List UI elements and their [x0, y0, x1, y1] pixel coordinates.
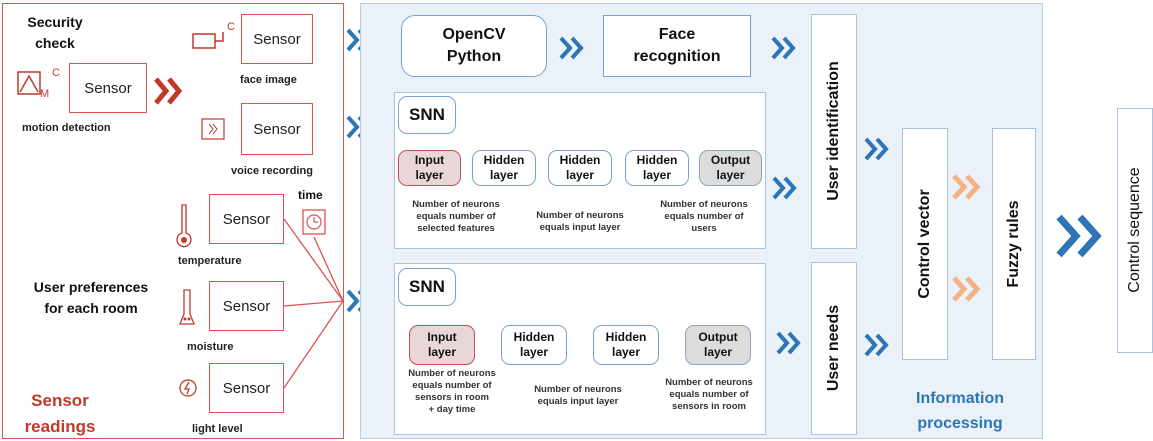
fuzzy-rules-box: [992, 128, 1036, 360]
clock-icon: [302, 209, 326, 235]
moisture-sensor-box: Sensor: [209, 281, 284, 331]
user-identification-label: User identification: [825, 61, 842, 201]
motion-icon-letter-c: C: [52, 67, 60, 79]
sensor-connector-lines: [283, 218, 344, 389]
opencv-chevron-icon: [559, 36, 584, 60]
user-needs-box: [811, 262, 857, 435]
control-sequence-label: Control sequence: [1126, 167, 1143, 293]
snn-bottom-title: SNN: [398, 268, 456, 306]
control-vector-chevron-top-icon: [952, 174, 981, 200]
snn-top-note-input: Number of neurons equals number of selec…: [412, 199, 500, 234]
light-level-caption: light level: [192, 423, 243, 435]
thermometer-icon: [176, 204, 192, 248]
snn-bottom-note-output: Number of neurons equals number of senso…: [665, 377, 753, 412]
opencv-box: OpenCV Python: [401, 15, 547, 77]
temperature-caption: temperature: [178, 255, 242, 267]
user-needs-label: User needs: [825, 304, 842, 392]
user-needs-chevron-icon: [864, 333, 889, 357]
temperature-sensor-box: Sensor: [209, 194, 284, 244]
motion-sensor-icon: [17, 71, 41, 95]
sensor-readings-title: Sensor readings: [24, 391, 96, 436]
snn-bottom-note-hidden: Number of neurons equals input layer: [534, 384, 622, 407]
security-check-label: Security check: [27, 14, 83, 51]
information-processing-title: Information processing: [916, 390, 1004, 432]
snn-top-chevron-icon: [772, 176, 797, 200]
snn-bottom-note-input: Number of neurons equals number of senso…: [408, 368, 496, 415]
moisture-icon: [179, 289, 195, 325]
user-preferences-label: User preferences for each room: [33, 279, 149, 316]
lightning-icon: [179, 379, 197, 397]
camera-icon: [192, 32, 224, 49]
fuzzy-rules-label: Fuzzy rules: [1005, 200, 1022, 288]
snn-bottom-chevron-icon: [776, 331, 801, 355]
sensor-readings-panel: [2, 3, 344, 439]
control-vector-chevron-bottom-icon: [952, 276, 981, 302]
user-identification-box: [811, 14, 857, 249]
face-recognition-box: Face recognition: [603, 15, 751, 77]
face-image-caption: face image: [240, 74, 297, 86]
snn-top-note-hidden: Number of neurons equals input layer: [536, 210, 624, 233]
camera-icon-letter-c: C: [227, 21, 235, 33]
output-chevron-icon: [1056, 214, 1102, 258]
moisture-caption: moisture: [187, 341, 234, 353]
time-label: time: [298, 188, 323, 202]
face-image-sensor-box: Sensor: [241, 14, 313, 64]
motion-icon-letter-m: M: [40, 88, 50, 100]
motion-detection-caption: motion detection: [22, 122, 111, 134]
motion-chevron-icon: [154, 77, 183, 105]
microphone-icon: [201, 118, 225, 140]
light-sensor-box: Sensor: [209, 363, 284, 413]
control-vector-label: Control vector: [916, 189, 933, 299]
voice-sensor-box: Sensor: [241, 103, 313, 155]
control-vector-box: [902, 128, 948, 360]
face-recognition-chevron-icon: [771, 36, 796, 60]
motion-sensor-box: Sensor: [69, 63, 147, 113]
voice-recording-caption: voice recording: [231, 165, 313, 177]
user-identification-chevron-icon: [864, 137, 889, 161]
snn-top-note-output: Number of neurons equals number of users: [660, 199, 748, 234]
snn-top-title: SNN: [398, 96, 456, 134]
